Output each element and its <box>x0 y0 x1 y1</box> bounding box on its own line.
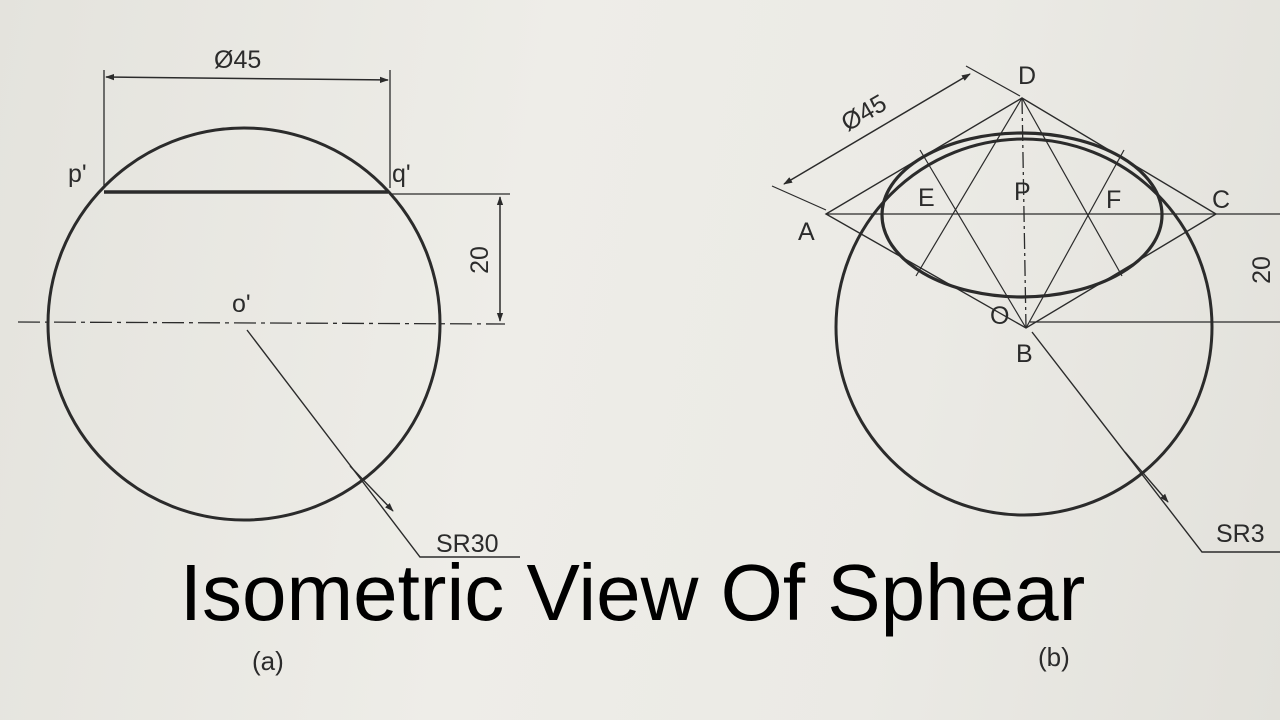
construction-line-d-to-ab <box>915 97 1023 277</box>
point-label-e: E <box>918 184 935 212</box>
short-diagonal-db <box>1021 97 1027 329</box>
point-label-o: O <box>990 302 1009 330</box>
point-label-q-prime: q' <box>392 160 411 188</box>
diameter-extension-a <box>771 185 827 211</box>
diameter-dimension-line-b <box>783 73 971 185</box>
diameter-label-a: Ø45 <box>214 46 261 74</box>
caption-b: (b) <box>1038 642 1070 672</box>
diameter-dimension-line <box>105 73 389 84</box>
sphere-isometric-circle <box>834 137 1214 517</box>
height-label-a: 20 <box>466 246 494 274</box>
radius-leader-line <box>246 329 520 558</box>
video-title-overlay: Isometric View Of Sphear <box>179 548 1086 637</box>
point-label-b: B <box>1016 340 1033 368</box>
construction-line-b-to-ad <box>919 149 1027 329</box>
diameter-extension-d <box>965 65 1021 97</box>
diameter-label-b: Ø45 <box>837 89 892 137</box>
point-label-c: C <box>1212 186 1230 214</box>
point-label-d: D <box>1018 62 1036 90</box>
horizontal-centerline <box>17 321 506 325</box>
radius-arrow <box>349 465 394 512</box>
radius-label-b: SR3 <box>1216 520 1265 548</box>
construction-line-d-to-cb <box>1021 97 1123 277</box>
point-label-p: P <box>1014 178 1031 206</box>
figure-a <box>17 70 520 558</box>
sphere-front-view-circle <box>46 126 442 522</box>
radius-arrow-b <box>1124 451 1169 503</box>
point-label-p-prime: p' <box>68 160 87 188</box>
figure-b <box>771 65 1280 553</box>
point-label-a: A <box>798 218 815 246</box>
height-label-b: 20 <box>1248 256 1276 284</box>
point-label-f: F <box>1106 186 1121 214</box>
radius-leader-line-b <box>1031 331 1280 553</box>
radius-label-a: SR30 <box>436 530 499 558</box>
caption-a: (a) <box>252 646 284 676</box>
center-label-o-prime: o' <box>232 290 251 318</box>
construction-line-b-to-cd <box>1025 149 1125 329</box>
